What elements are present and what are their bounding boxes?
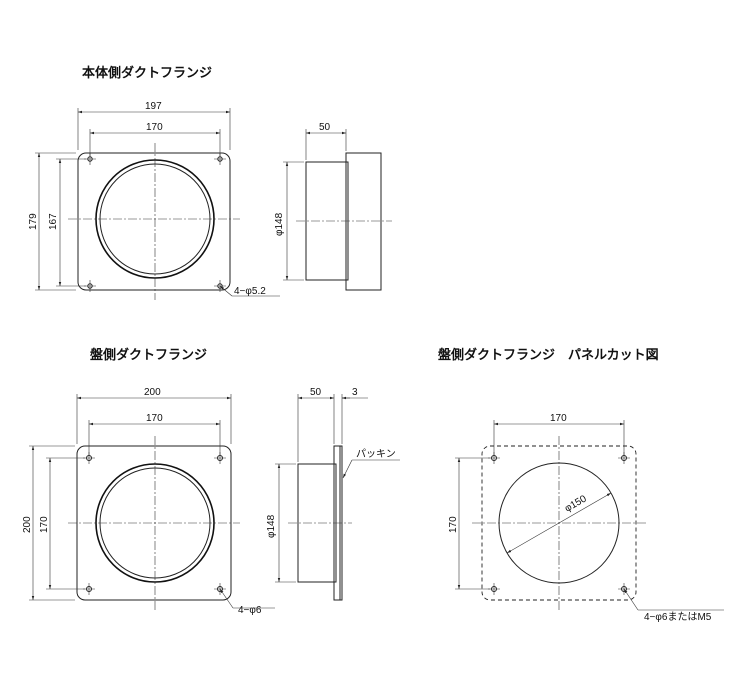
hole-note: 4−φ6またはM5	[644, 611, 712, 623]
flange-side	[345, 152, 382, 291]
dim-hole-pitch-y: 167	[48, 213, 59, 230]
title-panel-cutout: 盤側ダクトフランジ パネルカット図	[437, 347, 659, 363]
panel-flange-front-view: 200 170 200 170 4−φ6	[22, 387, 275, 616]
flange-outline-dashed	[481, 445, 637, 601]
dim-depth: 50	[310, 387, 322, 398]
dim-hole-pitch-y: 170	[448, 516, 459, 533]
hole-note: 4−φ6	[238, 605, 262, 616]
dim-line-150	[506, 492, 612, 554]
dim-hole-pitch-x: 170	[550, 413, 567, 424]
mounting-holes	[83, 452, 226, 595]
title-body-flange: 本体側ダクトフランジ	[82, 65, 212, 81]
panel-cutout-view: 170 170 φ150 4−φ6またはM5	[448, 413, 724, 623]
body-flange-front-view: 197 170 179 167 4−φ5.2	[28, 101, 280, 300]
dim-overall-height: 179	[28, 213, 39, 230]
body-flange-side-view: 50 φ148	[274, 122, 392, 291]
dim-gasket-thickness: 3	[352, 387, 358, 398]
dim-overall-width: 197	[145, 101, 162, 112]
hole-note: 4−φ5.2	[234, 286, 266, 297]
dim-hole-pitch-x: 170	[146, 122, 163, 133]
dim-overall-width: 200	[144, 387, 161, 398]
panel-flange-side-view: 50 3 パッキン φ148	[266, 387, 400, 601]
dim-diameter: φ148	[274, 212, 285, 236]
gasket-label: パッキン	[356, 448, 396, 460]
dim-depth: 50	[319, 122, 331, 133]
dim-cut-diameter: φ150	[563, 493, 589, 514]
flange-plate-outline	[77, 152, 231, 291]
title-panel-flange: 盤側ダクトフランジ	[89, 347, 207, 363]
dim-overall-height: 200	[22, 516, 33, 533]
dim-hole-pitch-y: 170	[39, 516, 50, 533]
dim-diameter: φ148	[266, 514, 277, 538]
dim-hole-pitch-x: 170	[146, 413, 163, 424]
